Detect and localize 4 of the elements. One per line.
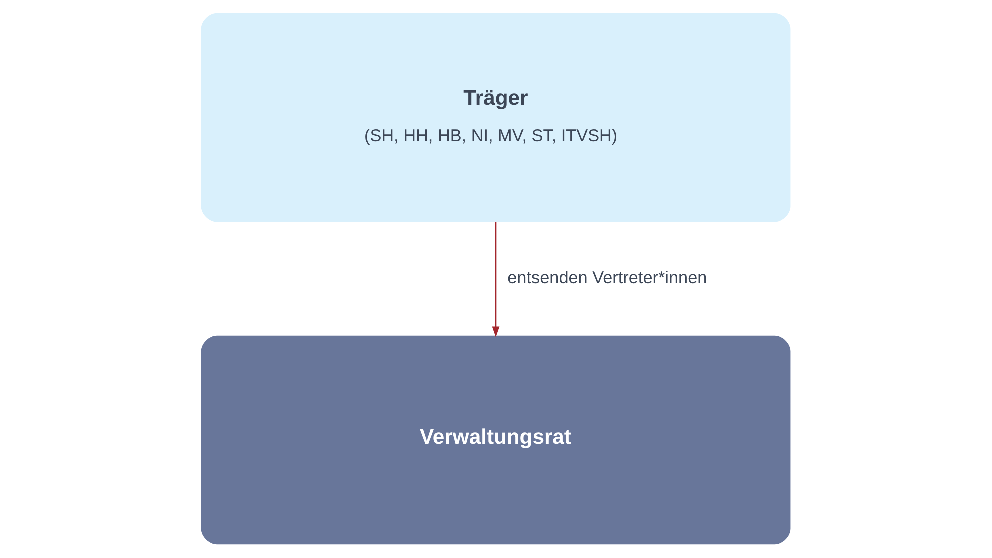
node-box: Träger (SH, HH, HB, NI, MV, ST, ITVSH): [201, 13, 791, 222]
edge-label: entsenden Vertreter*innen: [508, 267, 708, 288]
node-box: Verwaltungsrat: [201, 336, 791, 545]
arrow: [492, 222, 500, 338]
